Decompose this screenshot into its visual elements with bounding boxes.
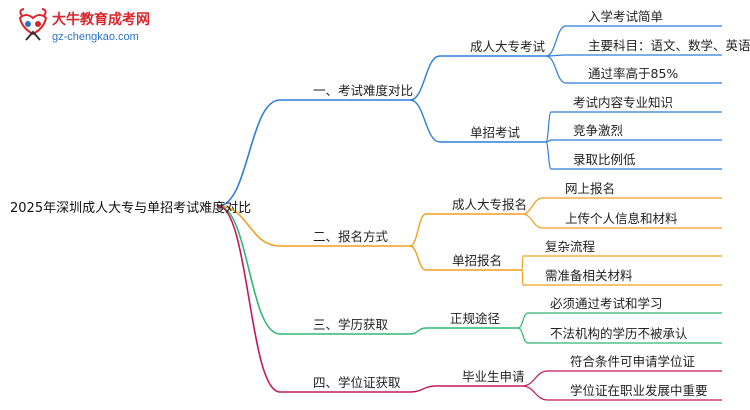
logo-title: 大牛教育成考网 [52,11,150,28]
leaf-connector [521,213,544,229]
branch-label: 四、学位证获取 [313,375,401,390]
leaf-label: 符合条件可申请学位证 [570,354,696,369]
branch-connector [217,205,281,247]
subtopic-label: 正规途径 [450,311,500,326]
leaf-connector [545,55,567,84]
subtopic-label: 单招考试 [470,125,521,140]
subtopic-connector [409,99,441,143]
leaf-label: 主要科目：语文、数学、英语 [588,38,750,53]
leaf-connector [521,197,544,215]
logo-url: gz-chengkao.com [52,31,139,43]
subtopic-label: 单招报名 [452,253,502,268]
logo-bull-icon [18,8,48,41]
branch-label: 二、报名方式 [313,229,389,244]
leaf-label: 必须通过考试和学习 [550,296,663,311]
branch-label: 一、考试难度对比 [313,83,413,98]
leaf-label: 复杂流程 [545,239,596,254]
connector-lines [217,25,722,401]
leaf-connector [521,269,524,286]
leaf-label: 考试内容专业知识 [573,95,673,110]
leaf-label: 录取比例低 [573,152,636,167]
subtopic-label: 成人大专报名 [452,197,527,212]
leaf-connector [545,141,552,170]
branch-connector [217,99,281,207]
subtopic-connector [409,213,427,247]
leaf-connector [521,385,549,401]
leaf-connector [545,25,567,57]
root-topic: 2025年深圳成人大专与单招考试难度对比 [10,200,251,216]
subtopic-connector [409,385,437,393]
branch-label: 三、学历获取 [313,317,389,332]
leaf-label: 网上报名 [565,181,615,196]
subtopic-connector [409,245,427,271]
branch-connector [217,205,281,393]
leaf-label: 需准备相关材料 [545,268,633,283]
subtopic-label: 毕业生申请 [462,369,525,384]
leaf-label: 通过率高于85% [588,66,678,81]
subtopic-label: 成人大专考试 [470,39,546,54]
logo: 大牛教育成考网 gz-chengkao.com [18,8,150,43]
leaf-connector [517,327,529,344]
leaf-label: 入学考试简单 [588,9,663,24]
subtopic-connector [409,55,441,101]
leaf-connector [545,111,552,143]
leaf-label: 不法机构的学历不被承认 [550,326,688,341]
branch-connector [217,205,281,335]
leaf-label: 上传个人信息和材料 [565,211,678,226]
subtopic-connector [409,327,427,335]
leaf-connector [521,370,549,387]
leaf-connector [521,255,524,271]
leaf-label: 学位证在职业发展中重要 [570,383,708,398]
leaf-connector [517,312,529,329]
leaf-label: 竞争激烈 [573,123,623,138]
mind-map-nodes: 2025年深圳成人大专与单招考试难度对比 一、考试难度对比 成人大专考试 入学考试简… [10,9,750,398]
